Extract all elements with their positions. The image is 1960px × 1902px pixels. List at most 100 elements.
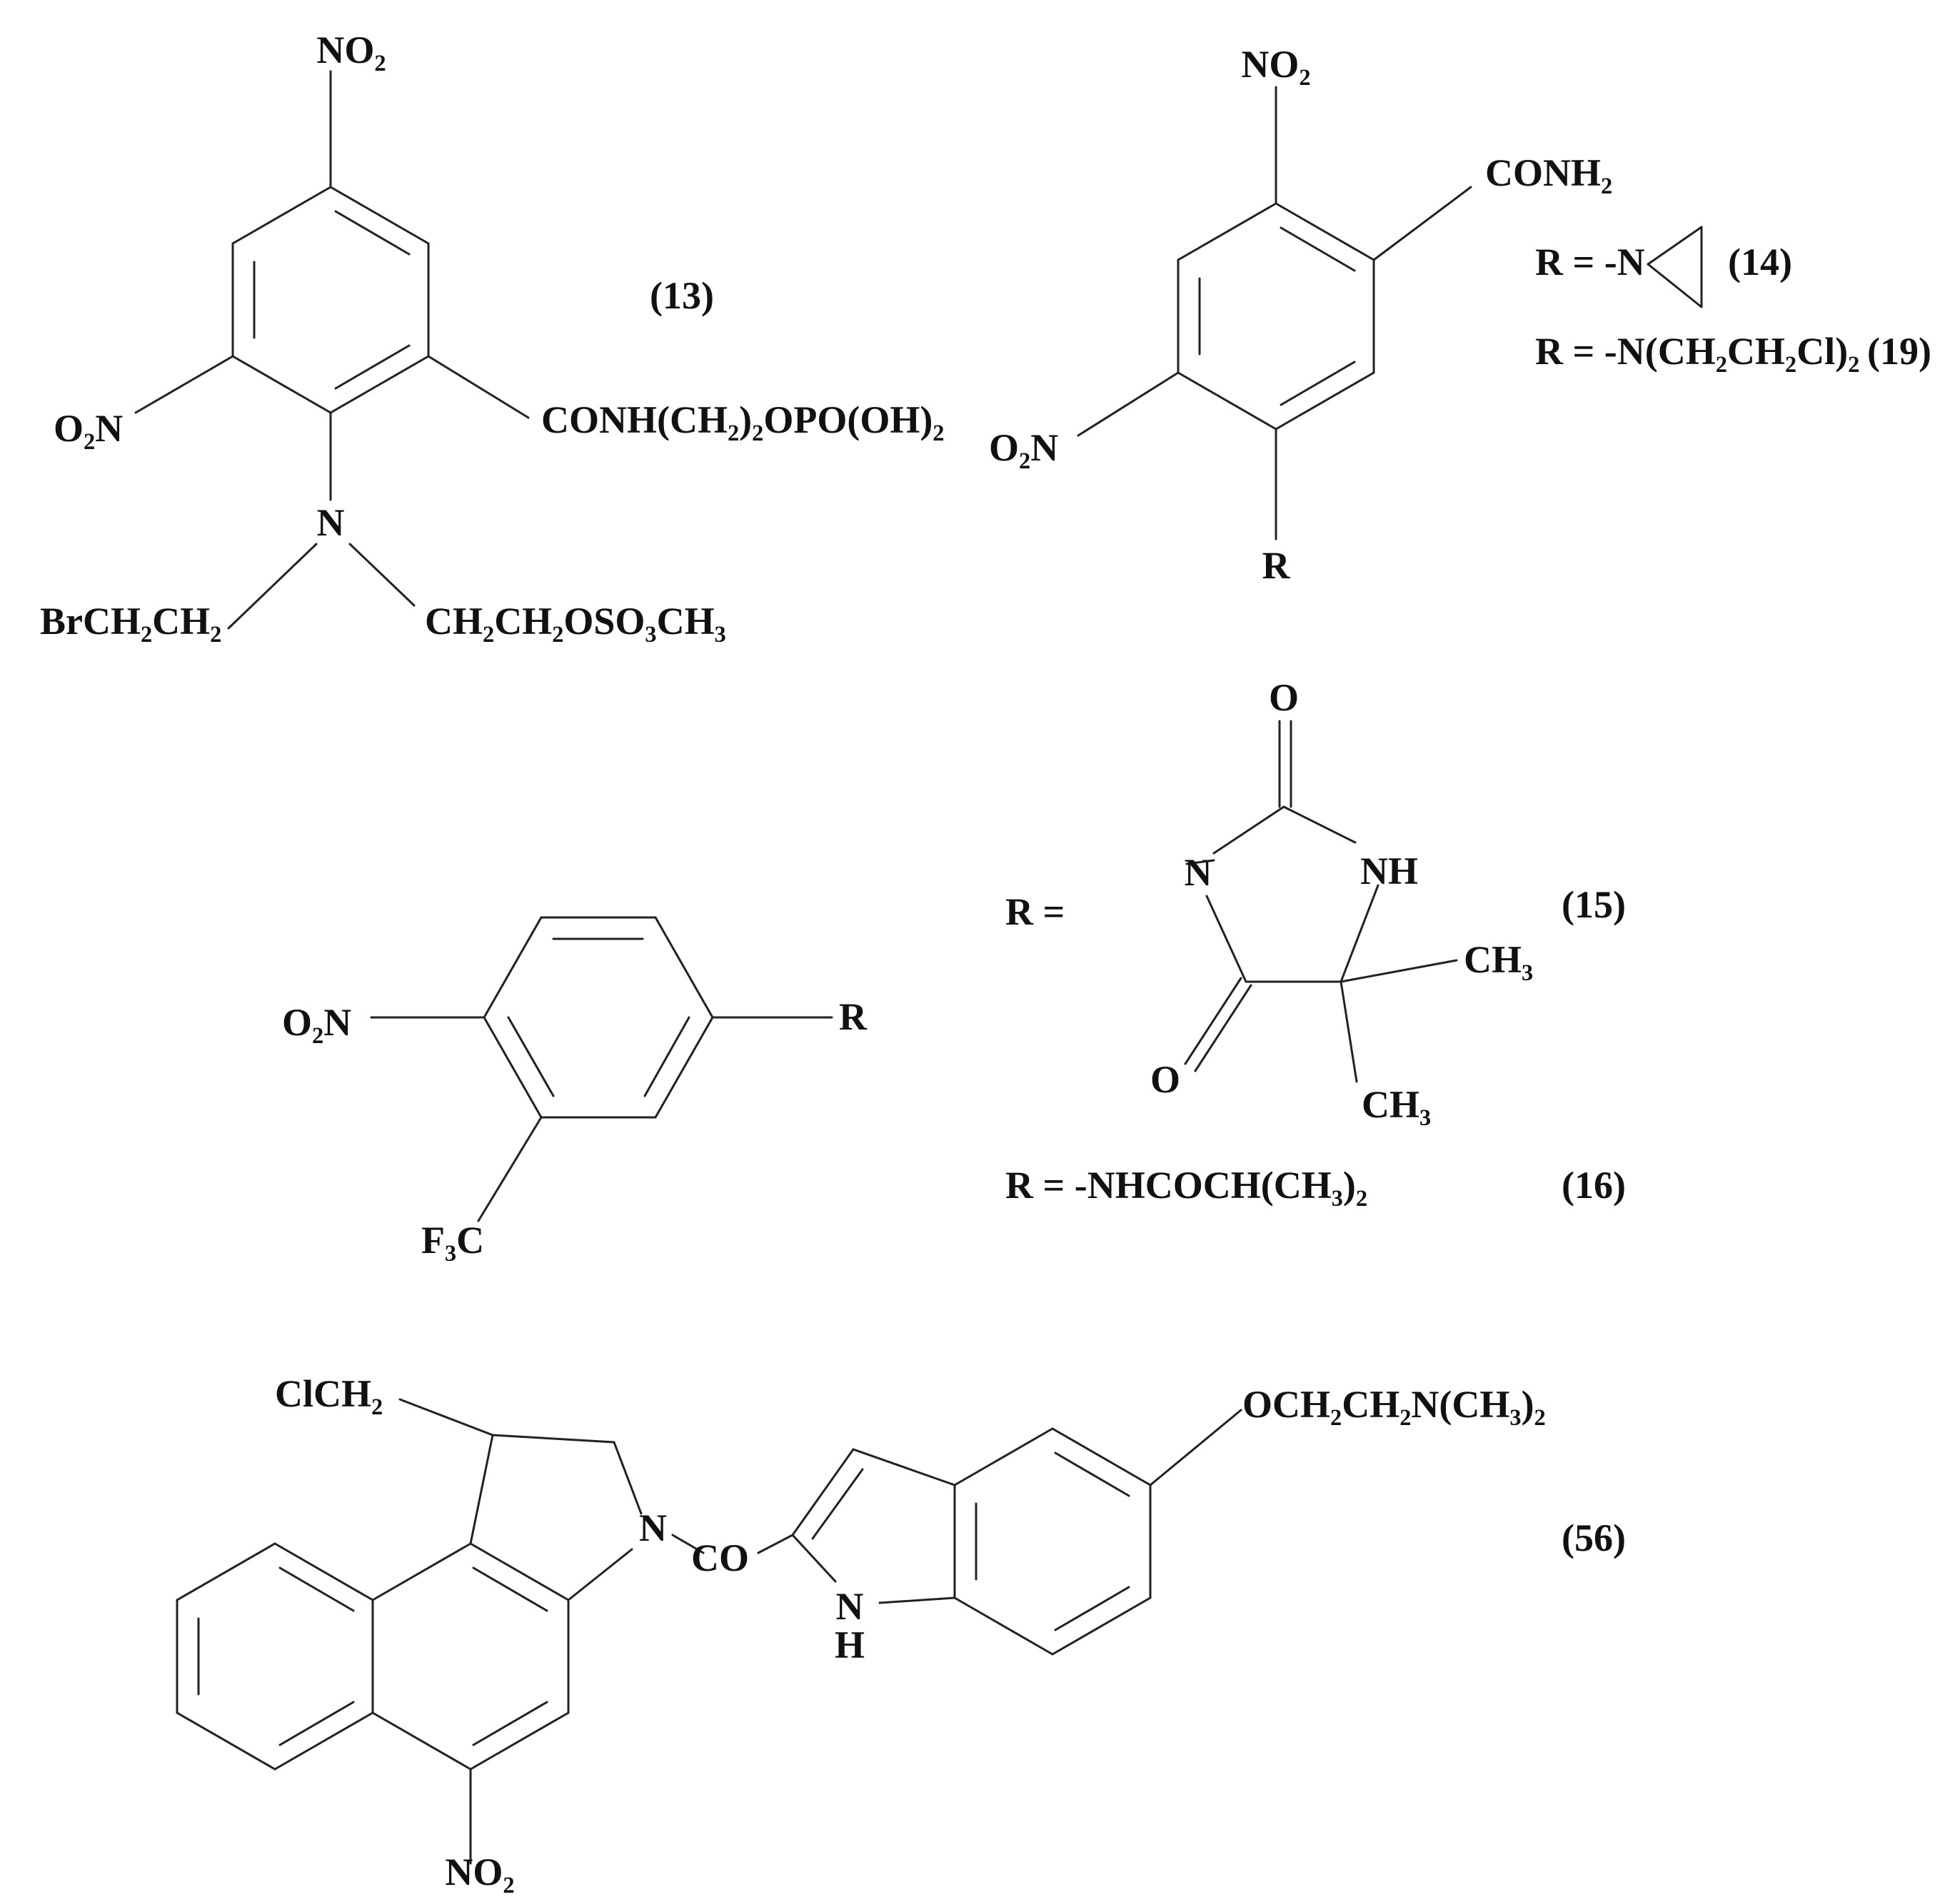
compound-13-nitro-left: O₂N <box>54 407 123 450</box>
compound-14-r-group: R <box>1262 544 1291 587</box>
compound-15-methyl-b: CH₃ <box>1362 1083 1431 1126</box>
nitro-trifluoromethyl-phenyl-structure <box>370 916 833 1222</box>
compound-14-aziridine-definition: R = -N <box>1535 241 1645 283</box>
compound-56-ring-n: N <box>639 1506 667 1549</box>
bond <box>878 1596 956 1604</box>
bond <box>1177 202 1277 261</box>
bond <box>1647 263 1703 308</box>
compound-13-number: (13) <box>650 274 714 317</box>
bond <box>483 916 543 1019</box>
bond <box>371 1542 472 1601</box>
bond <box>472 1566 548 1612</box>
bond <box>477 1116 543 1222</box>
bond <box>273 1711 374 1771</box>
bond <box>176 1542 276 1601</box>
bond <box>1275 371 1375 431</box>
compound-16-definition: R = -NHCOCH(CH₃)₂ <box>1005 1164 1367 1207</box>
bond <box>757 1534 794 1554</box>
bond <box>334 344 411 390</box>
bond <box>472 1701 548 1746</box>
bond <box>371 1711 472 1771</box>
bond <box>1054 1451 1130 1497</box>
bond <box>176 1711 276 1771</box>
compound-15-number: (15) <box>1562 883 1626 926</box>
compound-15-hydantoin-structure <box>1184 720 1458 1083</box>
bond <box>953 1427 1054 1486</box>
bond <box>811 1468 864 1540</box>
compound-56-structure <box>176 1398 1242 1865</box>
bond <box>469 1542 570 1601</box>
bond <box>1340 959 1458 983</box>
bond <box>791 1448 855 1536</box>
bond <box>1054 1586 1130 1631</box>
compound-13-amide-phosphate: CONH(CH₂)₂OPO(OH)₂ <box>541 398 945 441</box>
compound-14-number: (14) <box>1728 241 1792 283</box>
bond <box>1275 202 1375 261</box>
compound-15-methyl-a: CH₃ <box>1464 938 1533 981</box>
bond <box>491 1434 615 1444</box>
compound-15-carbonyl-o-bottom: O <box>1150 1058 1180 1101</box>
bond <box>348 543 416 607</box>
bond <box>329 355 430 414</box>
bond <box>1149 1409 1242 1486</box>
bond <box>1212 805 1285 855</box>
compound-19-number: (19) <box>1867 330 1931 373</box>
bond <box>1280 226 1356 272</box>
compound-15-ring-nh: NH <box>1360 850 1418 892</box>
bond <box>278 1701 355 1746</box>
bond <box>1280 361 1356 406</box>
compound-14-nitro-top: NO₂ <box>1241 43 1310 86</box>
bond <box>613 1441 643 1515</box>
bond <box>134 355 234 414</box>
bond <box>227 543 318 630</box>
compound-14-structure <box>1077 86 1703 540</box>
bond <box>329 186 430 245</box>
bond <box>507 1016 555 1097</box>
compound-14-carboxamide: CONH₂ <box>1485 151 1612 194</box>
compound-16-number: (16) <box>1562 1164 1626 1207</box>
compound-13-mesylate-chain: CH₂CH₂OSO₃CH₃ <box>425 600 726 643</box>
bond <box>469 1711 570 1771</box>
bond <box>1340 884 1379 983</box>
bond <box>654 916 714 1019</box>
compound-13-bromoethyl: BrCH₂CH₂ <box>40 600 221 643</box>
bond <box>278 1566 355 1612</box>
bond <box>1194 984 1252 1072</box>
bond <box>427 355 530 419</box>
bond <box>334 210 411 256</box>
bond <box>231 186 332 245</box>
bond <box>567 1548 633 1601</box>
compound-15-r-equals: R = <box>1005 890 1065 933</box>
compound-56-nitro: NO₂ <box>445 1851 514 1893</box>
bond <box>654 1016 714 1119</box>
compound-56-number: (56) <box>1562 1516 1626 1559</box>
flutamide-trifluoromethyl: F₃C <box>421 1219 484 1262</box>
compound-56-carbonyl: CO <box>691 1536 749 1579</box>
compound-56-indole-h: H <box>835 1624 865 1666</box>
bond <box>671 1534 705 1554</box>
compound-15-ring-n: N <box>1185 851 1212 894</box>
bond <box>1372 186 1472 261</box>
bond <box>231 355 332 414</box>
compound-13-amine-n: N <box>317 501 345 544</box>
compound-56-dimethylaminoethoxy: OCH₂CH₂N(CH₃)₂ <box>1242 1383 1546 1426</box>
compound-19-definition: R = -N(CH₂CH₂Cl)₂ <box>1535 330 1859 373</box>
compound-13-nitro-top: NO₂ <box>316 29 386 71</box>
bond <box>1177 371 1277 431</box>
bond <box>1051 1596 1152 1656</box>
bond <box>1077 371 1180 437</box>
bond <box>483 1016 543 1119</box>
bond <box>643 1016 690 1097</box>
compound-14-nitro-left: O₂N <box>989 426 1058 469</box>
flutamide-nitro: O₂N <box>282 1001 351 1044</box>
bond <box>1282 805 1357 844</box>
bond <box>469 1434 494 1545</box>
flutamide-r-group: R <box>839 995 868 1038</box>
bond <box>398 1398 494 1436</box>
bond <box>1647 226 1703 266</box>
bond <box>1185 859 1215 865</box>
bond <box>1051 1427 1152 1486</box>
compound-15-carbonyl-o-top: O <box>1269 676 1299 719</box>
bond <box>791 1534 837 1583</box>
